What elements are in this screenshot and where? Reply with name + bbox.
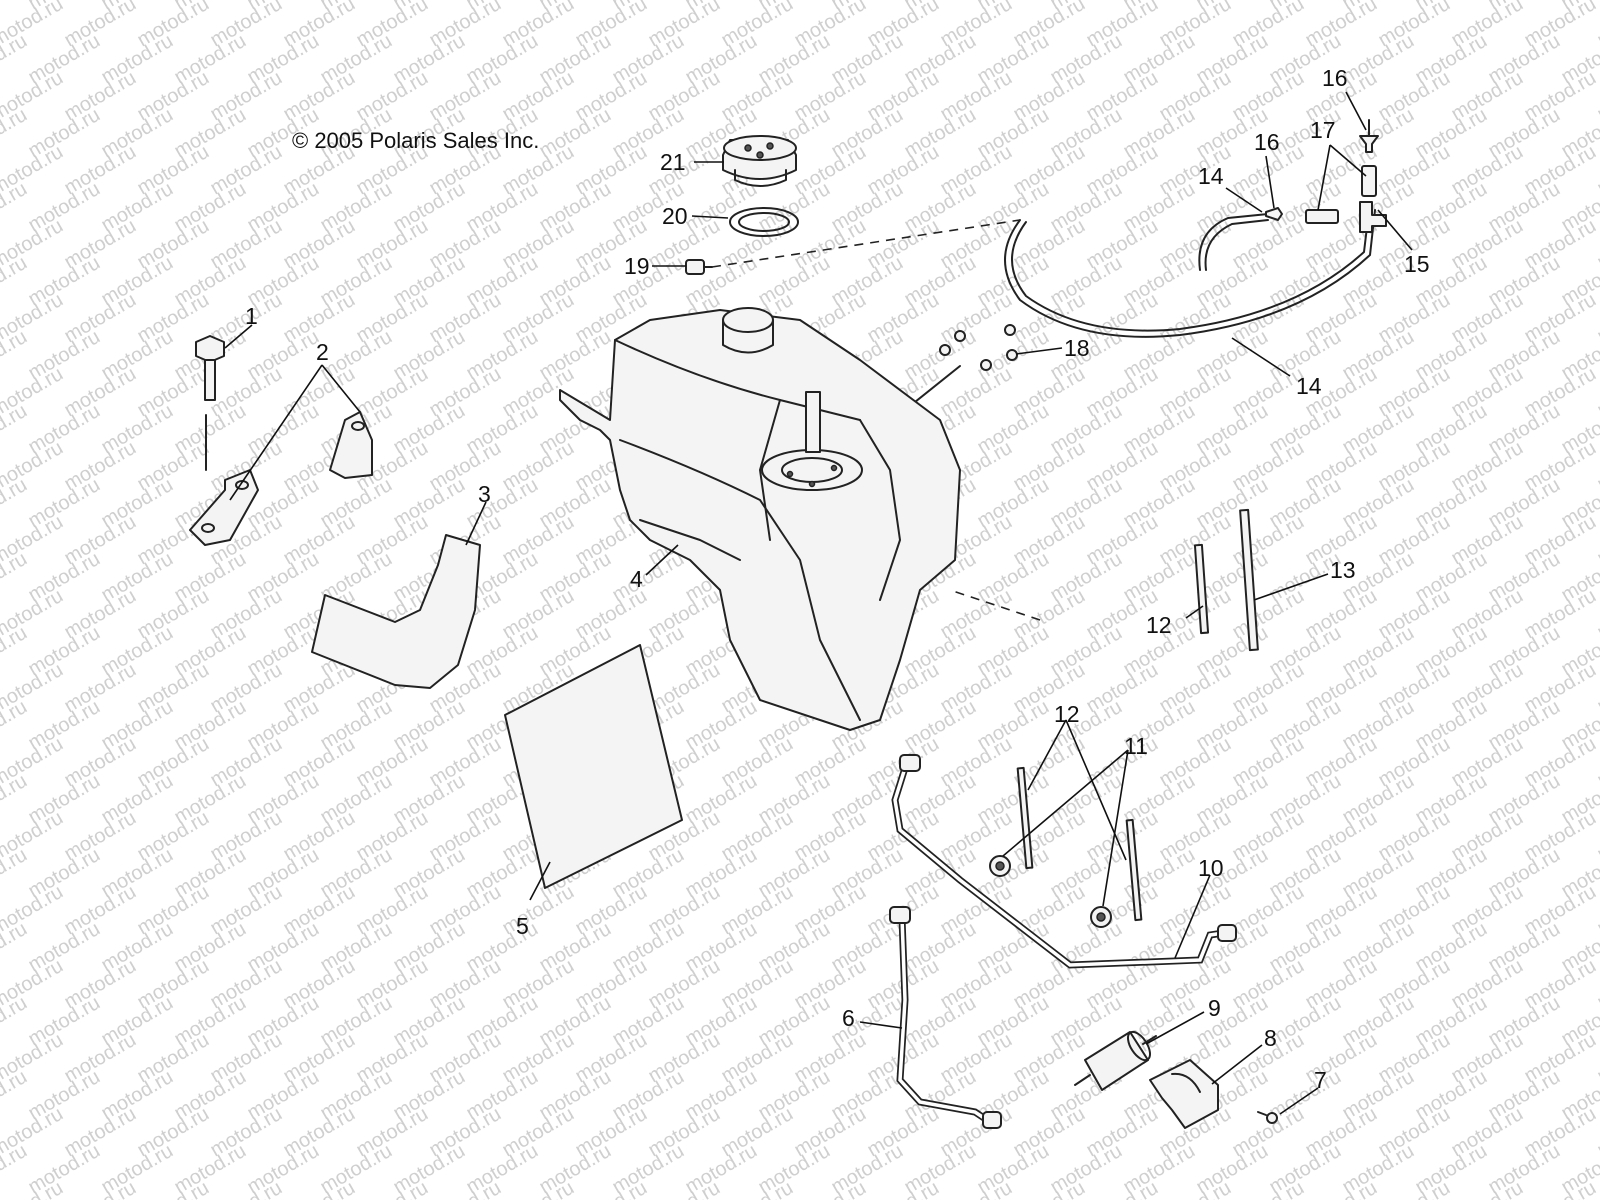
fuel-line-upper-drawing — [891, 754, 1237, 969]
callout-label-19: 19 — [624, 253, 650, 279]
callout-label-16-left: 16 — [1254, 129, 1280, 155]
callout-3: 3 — [465, 481, 491, 546]
fuel-tank-drawing — [559, 307, 961, 731]
filter-clamp-drawing — [1149, 1059, 1219, 1129]
watermark-text: motod.ru — [0, 992, 31, 1051]
callout-label-12-right: 12 — [1146, 612, 1172, 638]
watermark-text: motod.ru — [0, 326, 31, 385]
tank-bracket-drawing — [189, 411, 373, 546]
callout-21: 21 — [660, 149, 724, 175]
insulation-sheet-drawing — [504, 644, 683, 889]
watermark-text: motod.ru — [1594, 1103, 1600, 1162]
callout-16-right: 16 — [1322, 65, 1367, 131]
watermark-text: motod.ru — [1594, 141, 1600, 200]
watermark-text: motod.ru — [1594, 659, 1600, 718]
fuel-cap-drawing — [722, 135, 797, 187]
watermark-text: motod.ru — [0, 548, 31, 607]
callout-label-4: 4 — [630, 566, 643, 592]
callout-2: 2 — [229, 339, 361, 501]
callout-label-7: 7 — [1314, 1067, 1327, 1093]
vent-fitting-drawing — [685, 259, 713, 275]
vent-valve-drawing — [1265, 119, 1387, 233]
straps-right-drawing — [1193, 508, 1259, 652]
cap-gasket-drawing — [729, 207, 799, 237]
callout-10: 10 — [1174, 855, 1224, 959]
callout-6: 6 — [842, 1005, 903, 1031]
watermark-text: motod.ru — [1594, 511, 1600, 570]
watermark-text: motod.ru — [0, 622, 31, 681]
callout-label-12-center: 12 — [1054, 701, 1080, 727]
nuts-straps-drawing — [989, 766, 1143, 928]
callout-5: 5 — [516, 861, 551, 939]
watermark-text: motod.ru — [0, 1140, 31, 1199]
callout-label-18: 18 — [1064, 335, 1090, 361]
watermark-text: motod.ru — [1594, 733, 1600, 792]
callout-label-11: 11 — [1124, 733, 1148, 759]
watermark-text: motod.ru — [1594, 955, 1600, 1014]
callout-14-upper: 14 — [1198, 163, 1263, 213]
callout-label-13: 13 — [1330, 557, 1356, 583]
callout-label-1: 1 — [245, 303, 258, 329]
watermark-text: motod.ru — [0, 400, 31, 459]
callout-16-left: 16 — [1254, 129, 1280, 209]
callout-label-8: 8 — [1264, 1025, 1277, 1051]
callout-13: 13 — [1253, 557, 1356, 601]
watermark-text: motod.ru — [1594, 67, 1600, 126]
callout-label-17: 17 — [1310, 117, 1336, 143]
callout-label-20: 20 — [662, 203, 688, 229]
callout-label-21: 21 — [660, 149, 686, 175]
callout-label-15: 15 — [1404, 251, 1430, 277]
screw-drawing — [1257, 1111, 1278, 1124]
callout-8: 8 — [1211, 1025, 1277, 1085]
callout-label-5: 5 — [516, 913, 529, 939]
callout-9: 9 — [1145, 995, 1221, 1045]
callout-label-2: 2 — [316, 339, 329, 365]
watermark-text: motod.ru — [1594, 881, 1600, 940]
callout-11: 11 — [1002, 733, 1148, 907]
watermark-text: motod.ru — [1594, 585, 1600, 644]
callout-7: 7 — [1279, 1067, 1327, 1115]
bolt-drawing — [195, 335, 225, 471]
callout-20: 20 — [662, 203, 729, 229]
callout-1: 1 — [224, 303, 258, 349]
watermark-text: motod.ru — [1594, 437, 1600, 496]
callout-label-6: 6 — [842, 1005, 855, 1031]
callout-14-lower: 14 — [1231, 337, 1322, 399]
callout-label-14-lower: 14 — [1296, 373, 1322, 399]
watermark-text: motod.ru — [0, 252, 31, 311]
callout-label-14-upper: 14 — [1198, 163, 1224, 189]
callout-12-right: 12 — [1146, 605, 1204, 638]
callout-label-3: 3 — [478, 481, 491, 507]
copyright-notice: © 2005 Polaris Sales Inc. — [292, 128, 539, 153]
watermark-text: motod.ru — [0, 696, 31, 755]
watermark-text: motod.ru — [1594, 289, 1600, 348]
fuel-line-lower-drawing — [889, 906, 1002, 1129]
watermark-text: motod.ru — [0, 178, 31, 237]
watermark-text: motod.ru — [0, 770, 31, 829]
callout-label-10: 10 — [1198, 855, 1224, 881]
watermark-text: motod.ru — [0, 918, 31, 977]
watermark-text: motod.ru — [1594, 215, 1600, 274]
watermark-text: motod.ru — [1594, 807, 1600, 866]
watermark-text: motod.ru — [0, 474, 31, 533]
watermark-text: motod.ru — [1594, 363, 1600, 422]
heat-shield-pad-drawing — [311, 534, 481, 689]
watermark-text: motod.ru — [0, 844, 31, 903]
callout-4: 4 — [630, 544, 679, 592]
callout-18: 18 — [1015, 335, 1090, 361]
callout-19: 19 — [624, 253, 686, 279]
callout-label-9: 9 — [1208, 995, 1221, 1021]
vent-hose-drawing — [1004, 209, 1376, 338]
watermark-text: motod.ru — [1594, 1029, 1600, 1088]
watermark-text: motod.ru — [0, 30, 31, 89]
fuel-filter-drawing — [1074, 1030, 1157, 1091]
callout-17: 17 — [1310, 117, 1367, 211]
callout-12-center: 12 — [1027, 701, 1127, 861]
watermark-text: motod.ru — [0, 1066, 31, 1125]
watermark-text: motod.ru — [0, 104, 31, 163]
callout-15: 15 — [1377, 209, 1430, 277]
callout-label-16-right: 16 — [1322, 65, 1348, 91]
